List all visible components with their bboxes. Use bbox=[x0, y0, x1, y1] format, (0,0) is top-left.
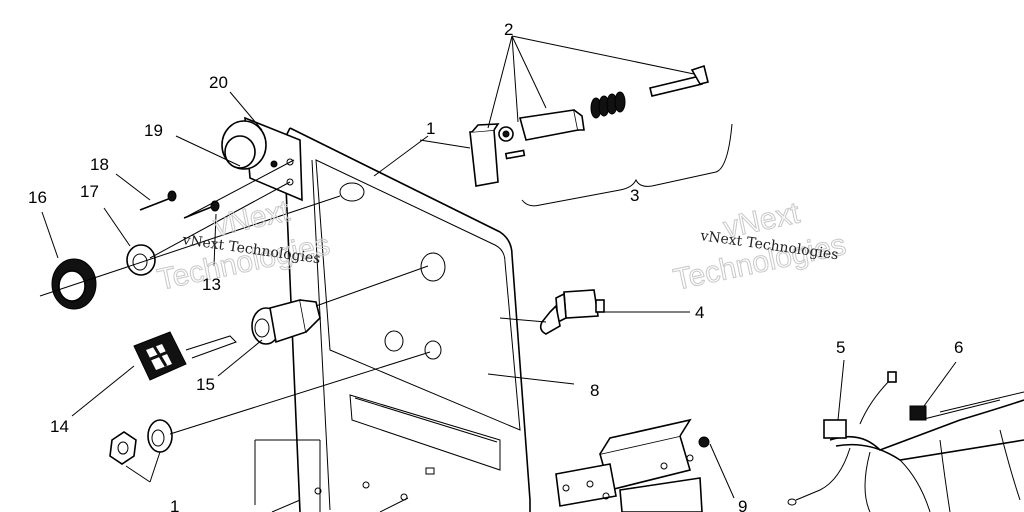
screw-18 bbox=[139, 190, 177, 211]
callout-9: 9 bbox=[738, 497, 747, 512]
callout-3: 3 bbox=[630, 186, 639, 205]
gauge-assembly bbox=[221, 116, 303, 202]
callout-8: 8 bbox=[590, 381, 599, 400]
watermark-left: vNext Technologies vNext Technologies bbox=[154, 194, 333, 297]
callout-16: 16 bbox=[28, 188, 47, 207]
leader-lines bbox=[39, 35, 957, 512]
switch-assembly bbox=[469, 64, 733, 207]
callout-14: 14 bbox=[50, 417, 69, 436]
callout-6: 6 bbox=[954, 338, 963, 357]
dash-panel bbox=[254, 127, 531, 512]
lock-washer-17 bbox=[126, 244, 156, 276]
bezel-nut-16 bbox=[51, 258, 97, 310]
callout-2: 2 bbox=[504, 20, 513, 39]
nut-and-bushing bbox=[109, 419, 173, 465]
toggle-switch bbox=[539, 289, 605, 335]
callout-5: 5 bbox=[836, 338, 845, 357]
callouts: 20 19 18 17 16 13 15 14 1 2 3 4 5 6 8 9 … bbox=[28, 20, 963, 512]
callout-20: 20 bbox=[209, 73, 228, 92]
callout-15: 15 bbox=[196, 375, 215, 394]
callout-19: 19 bbox=[144, 121, 163, 140]
callout-17: 17 bbox=[80, 182, 99, 201]
key-14 bbox=[133, 331, 237, 381]
callout-bottom-left: 1 bbox=[170, 497, 179, 512]
watermark-big-top: vNext bbox=[211, 194, 294, 242]
ignition-switch-15 bbox=[251, 299, 321, 345]
watermark-right: vNext Technologies vNext Technologies bbox=[670, 196, 849, 297]
callout-1: 1 bbox=[426, 119, 435, 138]
callout-4: 4 bbox=[695, 303, 704, 322]
callout-18: 18 bbox=[90, 155, 109, 174]
wiring-harness bbox=[787, 371, 1024, 512]
callout-13: 13 bbox=[202, 275, 221, 294]
bracket-assembly bbox=[555, 418, 710, 512]
